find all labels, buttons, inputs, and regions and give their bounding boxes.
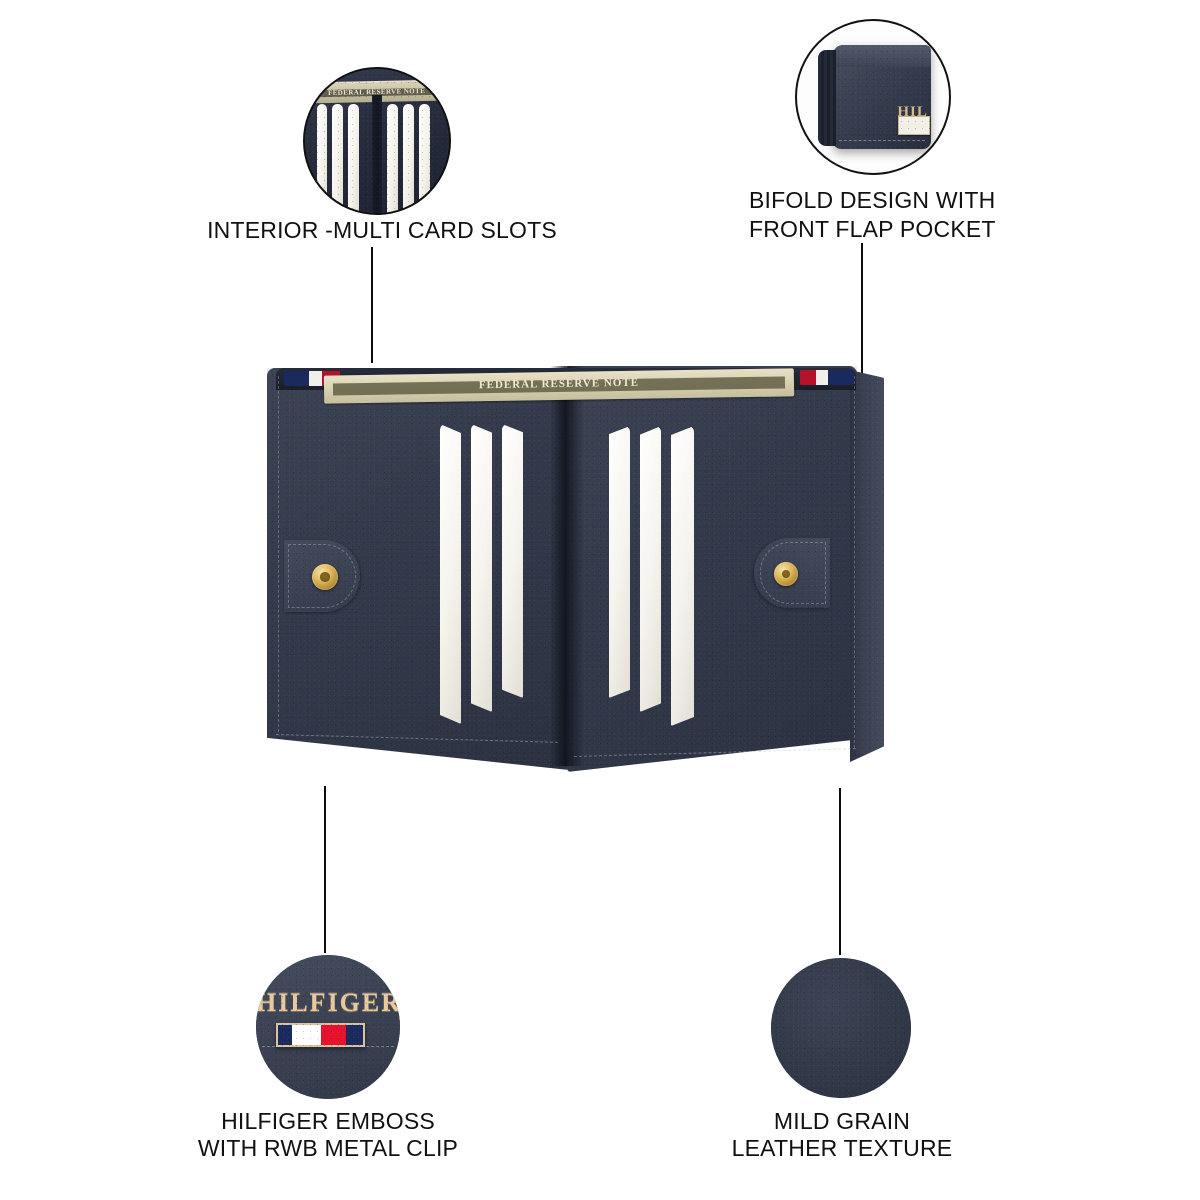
leader-line-hilfiger-emboss bbox=[324, 786, 326, 953]
wallet-right-edge-stitch bbox=[854, 376, 855, 748]
wallet-spine-panel bbox=[850, 370, 884, 762]
wallet-gusset bbox=[817, 49, 836, 146]
callout-bubble-bifold-design: HIL bbox=[795, 19, 951, 175]
card-slot bbox=[332, 103, 344, 213]
card-slot bbox=[671, 426, 694, 726]
callout-label-bifold-design-line1: BIFOLD DESIGN WITH bbox=[749, 187, 996, 213]
lining-stripe-right bbox=[800, 370, 854, 385]
card-slot bbox=[418, 103, 430, 213]
callout-bubble-interior-card-slots: FEDERAL RESERVE NOTE bbox=[303, 67, 451, 215]
wallet-spine bbox=[371, 94, 383, 213]
callout-bubble-leather-texture bbox=[771, 958, 911, 1098]
card-slot bbox=[316, 103, 328, 213]
bottom-stitch bbox=[839, 140, 925, 142]
callout-label-bifold-design-line2: FRONT FLAP POCKET bbox=[749, 216, 996, 242]
callout-label-hilfiger-emboss-line2: WITH RWB METAL CLIP bbox=[197, 1135, 459, 1161]
brand-emboss-text: HILFIGER bbox=[256, 988, 400, 1018]
card-slot bbox=[609, 426, 630, 698]
callout-label-leather-texture-line1: MILD GRAIN bbox=[773, 1108, 911, 1134]
rwb-metal-clip bbox=[897, 116, 930, 136]
product-image-open-wallet: FEDERAL RESERVE NOTE bbox=[262, 362, 890, 792]
brand-emboss-partial: HIL bbox=[897, 103, 928, 120]
card-slot bbox=[502, 424, 523, 698]
callout-label-leather-texture-line2: LEATHER TEXTURE bbox=[731, 1135, 953, 1161]
leather-grain-overlay bbox=[850, 370, 884, 762]
card-slot bbox=[348, 103, 359, 213]
leader-line-interior-card-slots bbox=[371, 247, 373, 363]
card-slot bbox=[640, 426, 661, 712]
callout-bubble-hilfiger-emboss: HILFIGER bbox=[256, 955, 400, 1099]
snap-button-right[interactable] bbox=[774, 562, 798, 586]
card-slot bbox=[471, 424, 492, 712]
card-slot bbox=[440, 424, 461, 724]
wallet-left-edge-stitch bbox=[278, 376, 279, 732]
rwb-metal-clip bbox=[276, 1022, 366, 1048]
callout-label-interior-card-slots: INTERIOR -MULTI CARD SLOTS bbox=[207, 217, 557, 243]
wallet-center-fold bbox=[550, 366, 584, 766]
leather-texture-surface bbox=[771, 958, 911, 1098]
snap-button-left[interactable] bbox=[312, 564, 338, 590]
card-slot bbox=[402, 103, 414, 213]
closed-wallet-body: HIL bbox=[833, 45, 931, 149]
callout-label-hilfiger-emboss-line1: HILFIGER EMBOSS bbox=[221, 1108, 435, 1134]
card-slot bbox=[387, 103, 398, 213]
front-flap bbox=[833, 45, 931, 68]
leader-line-bifold-design bbox=[861, 243, 863, 376]
leader-line-leather-texture bbox=[839, 788, 841, 955]
